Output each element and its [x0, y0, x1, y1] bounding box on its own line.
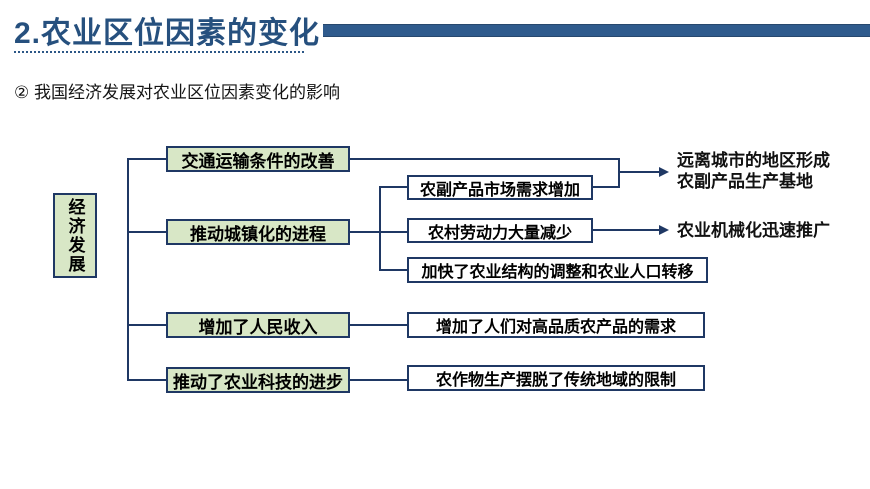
sub-branch-stub-1 — [379, 186, 407, 188]
outcome-production-base: 远离城市的地区形成 农副产品生产基地 — [677, 151, 830, 191]
title-dotted-underline — [14, 46, 304, 53]
branch-stub-2 — [127, 231, 167, 233]
arrow-right-icon — [659, 167, 669, 177]
sub-branch-vertical-line — [379, 186, 381, 271]
arrow-line-2 — [593, 229, 660, 231]
branch-stub-1 — [127, 158, 167, 160]
income-connector — [350, 324, 407, 326]
trunk-line — [127, 158, 129, 381]
sub-branch-stub-3 — [379, 269, 407, 271]
node-urbanization-process: 推动城镇化的进程 — [166, 219, 350, 245]
branch-stub-4 — [127, 379, 167, 381]
technology-connector — [350, 379, 407, 381]
arrow-right-icon — [659, 225, 669, 235]
branch-stub-3 — [127, 324, 167, 326]
outcome-mechanization: 农业机械化迅速推广 — [677, 221, 830, 240]
junction-stub — [593, 186, 620, 188]
junction-vertical-line — [618, 158, 620, 188]
node-structure-adjustment: 加快了农业结构的调整和农业人口转移 — [407, 257, 708, 283]
node-income-increase: 增加了人民收入 — [166, 312, 350, 338]
section-subtitle: ② 我国经济发展对农业区位因素变化的影响 — [14, 83, 340, 102]
urbanization-connector — [350, 231, 381, 233]
node-agritech-progress: 推动了农业科技的进步 — [166, 367, 350, 393]
node-crop-region-limit-removed: 农作物生产摆脱了传统地域的限制 — [407, 365, 705, 391]
node-economic-development: 经济发展 — [53, 193, 97, 278]
node-rural-labor-decrease: 农村劳动力大量减少 — [407, 218, 593, 243]
node-quality-product-demand: 增加了人们对高品质农产品的需求 — [407, 312, 705, 338]
node-market-demand-increase: 农副产品市场需求增加 — [407, 175, 593, 200]
transport-connector — [350, 158, 620, 160]
page-title: 2.农业区位因素的变化 — [14, 17, 321, 50]
node-transport-improvement: 交通运输条件的改善 — [166, 146, 350, 172]
arrow-line-1 — [620, 171, 660, 173]
sub-branch-stub-2 — [379, 231, 407, 233]
title-accent-bar — [323, 24, 870, 37]
